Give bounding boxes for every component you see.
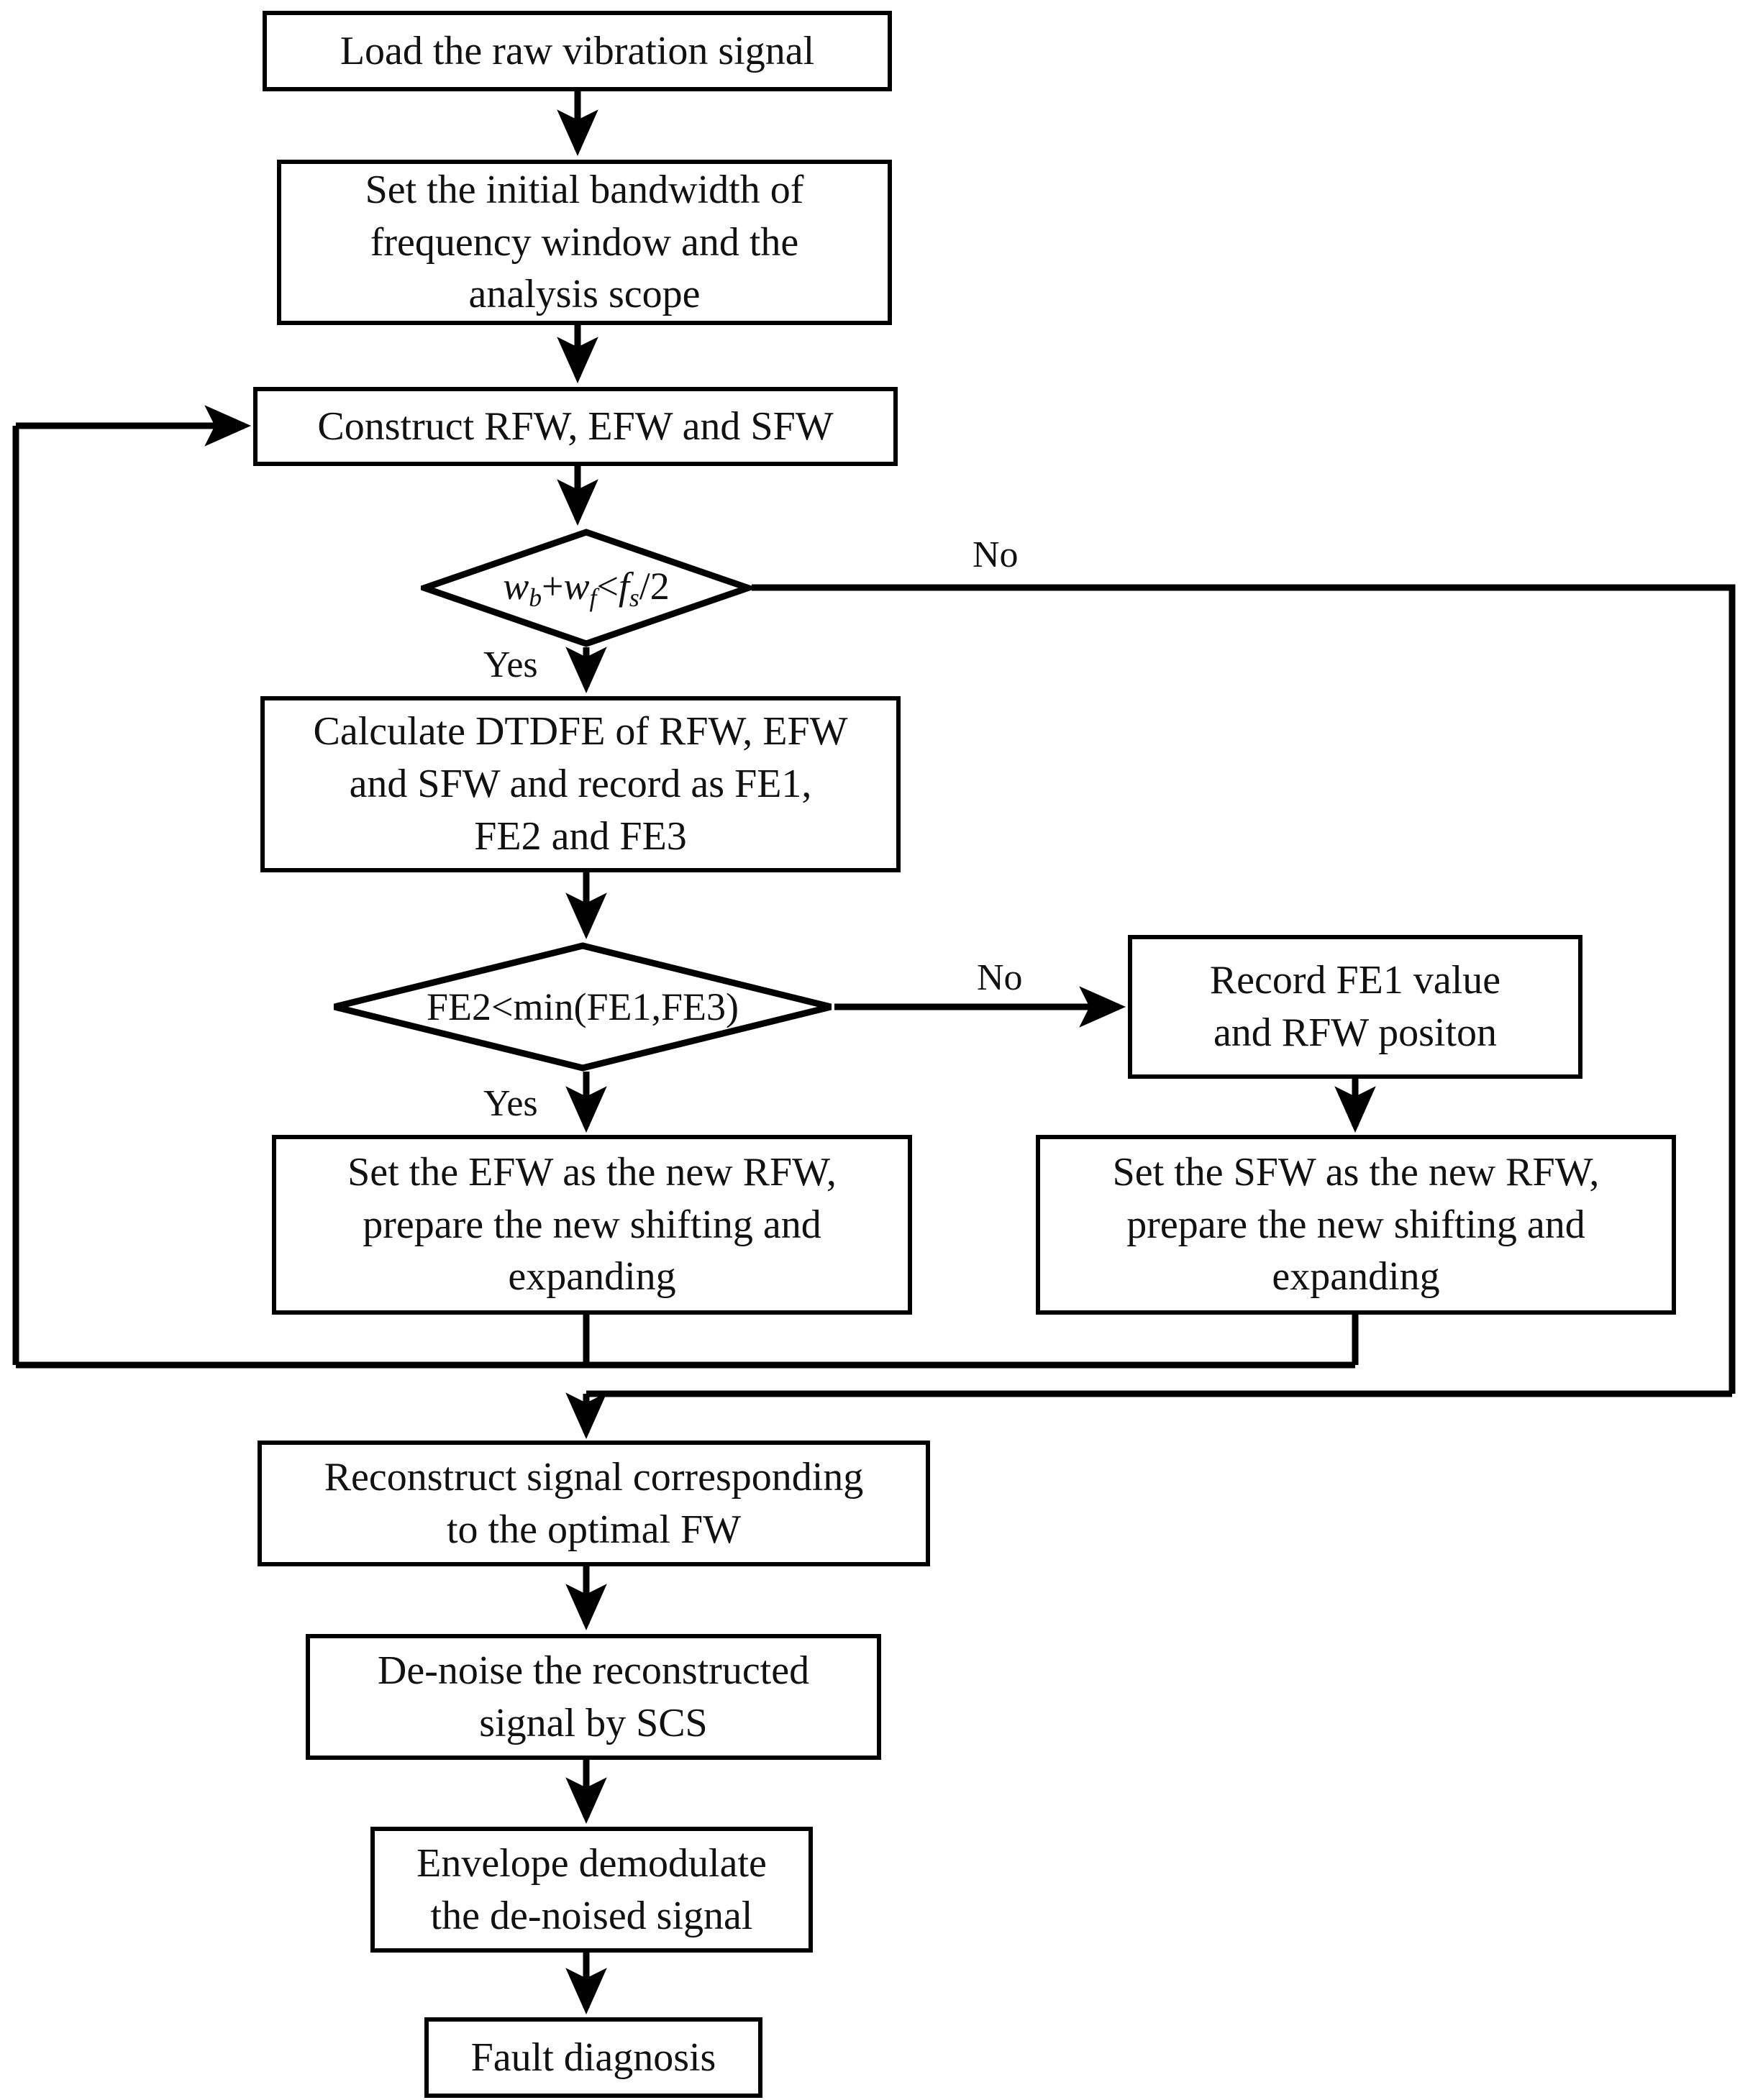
node-decision-bandwidth[interactable]: wb+wf<fs/2 (421, 529, 752, 647)
node-calculate-dtdfe[interactable]: Calculate DTDFE of RFW, EFW and SFW and … (260, 696, 901, 872)
node-fault-diagnosis[interactable]: Fault diagnosis (424, 2017, 762, 2098)
node-load-signal[interactable]: Load the raw vibration signal (263, 11, 892, 91)
node-decision-bandwidth-label: wb+wf<fs/2 (503, 564, 670, 612)
node-denoise-signal[interactable]: De-noise the reconstructed signal by SCS (306, 1634, 881, 1760)
node-construct-windows[interactable]: Construct RFW, EFW and SFW (253, 387, 898, 466)
edge-label-fe-yes: Yes (483, 1083, 538, 1124)
node-set-sfw-new-rfw[interactable]: Set the SFW as the new RFW, prepare the … (1036, 1135, 1676, 1315)
node-set-bandwidth-label: Set the initial bandwidth of frequency w… (365, 167, 804, 317)
decision-bandwidth-shape (421, 529, 752, 647)
node-set-efw-new-rfw[interactable]: Set the EFW as the new RFW, prepare the … (272, 1135, 912, 1315)
edge-label-bandwidth-yes: Yes (483, 644, 538, 685)
node-record-fe1-label: Record FE1 value and RFW positon (1209, 958, 1501, 1055)
node-reconstruct-signal-label: Reconstruct signal corresponding to the … (324, 1454, 864, 1552)
node-load-signal-label: Load the raw vibration signal (340, 28, 815, 73)
edge-label-fe-no: No (977, 957, 1023, 998)
node-record-fe1[interactable]: Record FE1 value and RFW positon (1128, 935, 1582, 1079)
node-set-efw-new-rfw-label: Set the EFW as the new RFW, prepare the … (347, 1149, 837, 1300)
node-fault-diagnosis-label: Fault diagnosis (470, 2035, 716, 2080)
node-set-bandwidth[interactable]: Set the initial bandwidth of frequency w… (277, 160, 892, 325)
decision-fe-shape (333, 942, 832, 1072)
node-denoise-signal-label: De-noise the reconstructed signal by SCS (377, 1648, 810, 1745)
edge-label-bandwidth-no: No (973, 534, 1019, 575)
node-reconstruct-signal[interactable]: Reconstruct signal corresponding to the … (258, 1441, 930, 1566)
node-envelope-demodulate[interactable]: Envelope demodulate the de-noised signal (370, 1827, 813, 1953)
node-construct-windows-label: Construct RFW, EFW and SFW (317, 403, 834, 449)
node-set-sfw-new-rfw-label: Set the SFW as the new RFW, prepare the … (1112, 1149, 1600, 1300)
node-envelope-demodulate-label: Envelope demodulate the de-noised signal (416, 1840, 767, 1938)
node-calculate-dtdfe-label: Calculate DTDFE of RFW, EFW and SFW and … (313, 709, 848, 859)
node-decision-fe-label: FE2<min(FE1,FE3) (427, 985, 739, 1028)
node-decision-fe[interactable]: FE2<min(FE1,FE3) (331, 942, 834, 1072)
